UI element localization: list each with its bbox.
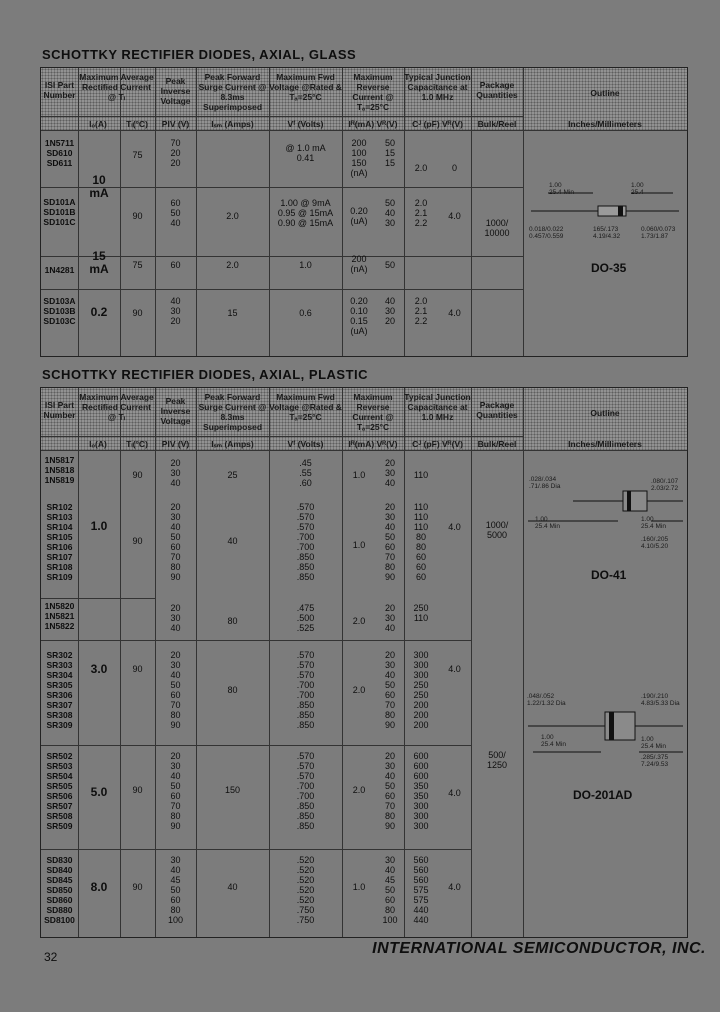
header-package-qty: Package Quantities [476, 400, 518, 420]
page-number: 32 [44, 950, 58, 964]
package-quantity: 1000/ 10000 [484, 218, 510, 238]
part-number: 1N4281 [44, 265, 75, 275]
header-capacitance: Typical Junction Capacitance at 1.0 MHz [404, 392, 471, 422]
part-number: 1N5711 SD610 SD611 [44, 138, 75, 168]
part-number: 1N5817 1N5818 1N5819 [44, 455, 75, 485]
header-avg-current: Maximum Average Rectified Current @ Tₗ [79, 392, 154, 422]
package-name: DO-35 [591, 261, 627, 275]
header-vf: Maximum Fwd Voltage @Rated & Tₐ=25°C [269, 392, 342, 422]
avg-current: 10 mA [89, 173, 109, 200]
header-piv: Peak Inverse Voltage [160, 396, 191, 426]
avg-current: 5.0 [90, 785, 108, 799]
package-quantity: 1000/ 5000 [485, 520, 509, 540]
header-part: ISI Part Number [43, 400, 76, 420]
header-capacitance: Typical Junction Capacitance at 1.0 MHz [404, 72, 471, 102]
avg-current: 0.2 [90, 305, 108, 319]
part-number: SR102 SR103 SR104 SR105 SR106 SR107 SR10… [46, 502, 73, 582]
package-quantity: 500/ 1250 [486, 750, 508, 770]
part-number: SD830 SD840 SD845 SD850 SD860 SD880 SD81… [44, 855, 75, 925]
do201ad-outline-drawing [528, 711, 683, 753]
glass-header-band [41, 68, 687, 130]
avg-current: 3.0 [90, 662, 108, 676]
part-number: SR502 SR503 SR504 SR505 SR506 SR507 SR50… [46, 751, 73, 831]
header-ir: Maximum Reverse Current @ Tₐ=25°C [352, 72, 394, 112]
part-number: SD101A SD101B SD101C [43, 197, 76, 227]
package-name: DO-41 [591, 568, 627, 582]
header-ir: Maximum Reverse Current @ Tₐ=25°C [352, 392, 394, 432]
glass-diode-table: ISI Part Number Maximum Average Rectifie… [40, 67, 688, 357]
avg-current: 1.0 [90, 519, 108, 533]
header-outline: Outline [590, 408, 620, 418]
header-part: ISI Part Number [43, 80, 76, 100]
header-package-qty: Package Quantities [476, 80, 518, 100]
header-outline: Outline [590, 88, 620, 98]
header-surge: Peak Forward Surge Current @ 8.3ms Super… [198, 392, 267, 432]
plastic-header-band [41, 388, 687, 450]
company-name: INTERNATIONAL SEMICONDUCTOR, INC. [372, 940, 706, 957]
do35-outline-drawing [531, 192, 679, 217]
do41-outline-drawing [528, 490, 683, 522]
header-piv: Peak Inverse Voltage [160, 76, 191, 106]
avg-current: 8.0 [90, 880, 108, 894]
header-surge: Peak Forward Surge Current @ 8.3ms Super… [198, 72, 267, 112]
header-vf: Maximum Fwd Voltage @Rated & Tₐ=25°C [269, 72, 342, 102]
part-number: SD103A SD103B SD103C [43, 296, 76, 326]
plastic-diode-table: ISI Part Number Maximum Average Rectifie… [40, 387, 688, 938]
avg-current: 15 mA [89, 249, 109, 276]
part-number: 1N5820 1N5821 1N5822 [44, 601, 75, 631]
package-name: DO-201AD [573, 788, 633, 802]
glass-section-title: SCHOTTKY RECTIFIER DIODES, AXIAL, GLASS [42, 47, 357, 62]
header-avg-current: Maximum Average Rectified Current @ Tₗ [79, 72, 154, 102]
part-number: SR302 SR303 SR304 SR305 SR306 SR307 SR30… [46, 650, 73, 730]
plastic-section-title: SCHOTTKY RECTIFIER DIODES, AXIAL, PLASTI… [42, 367, 369, 382]
